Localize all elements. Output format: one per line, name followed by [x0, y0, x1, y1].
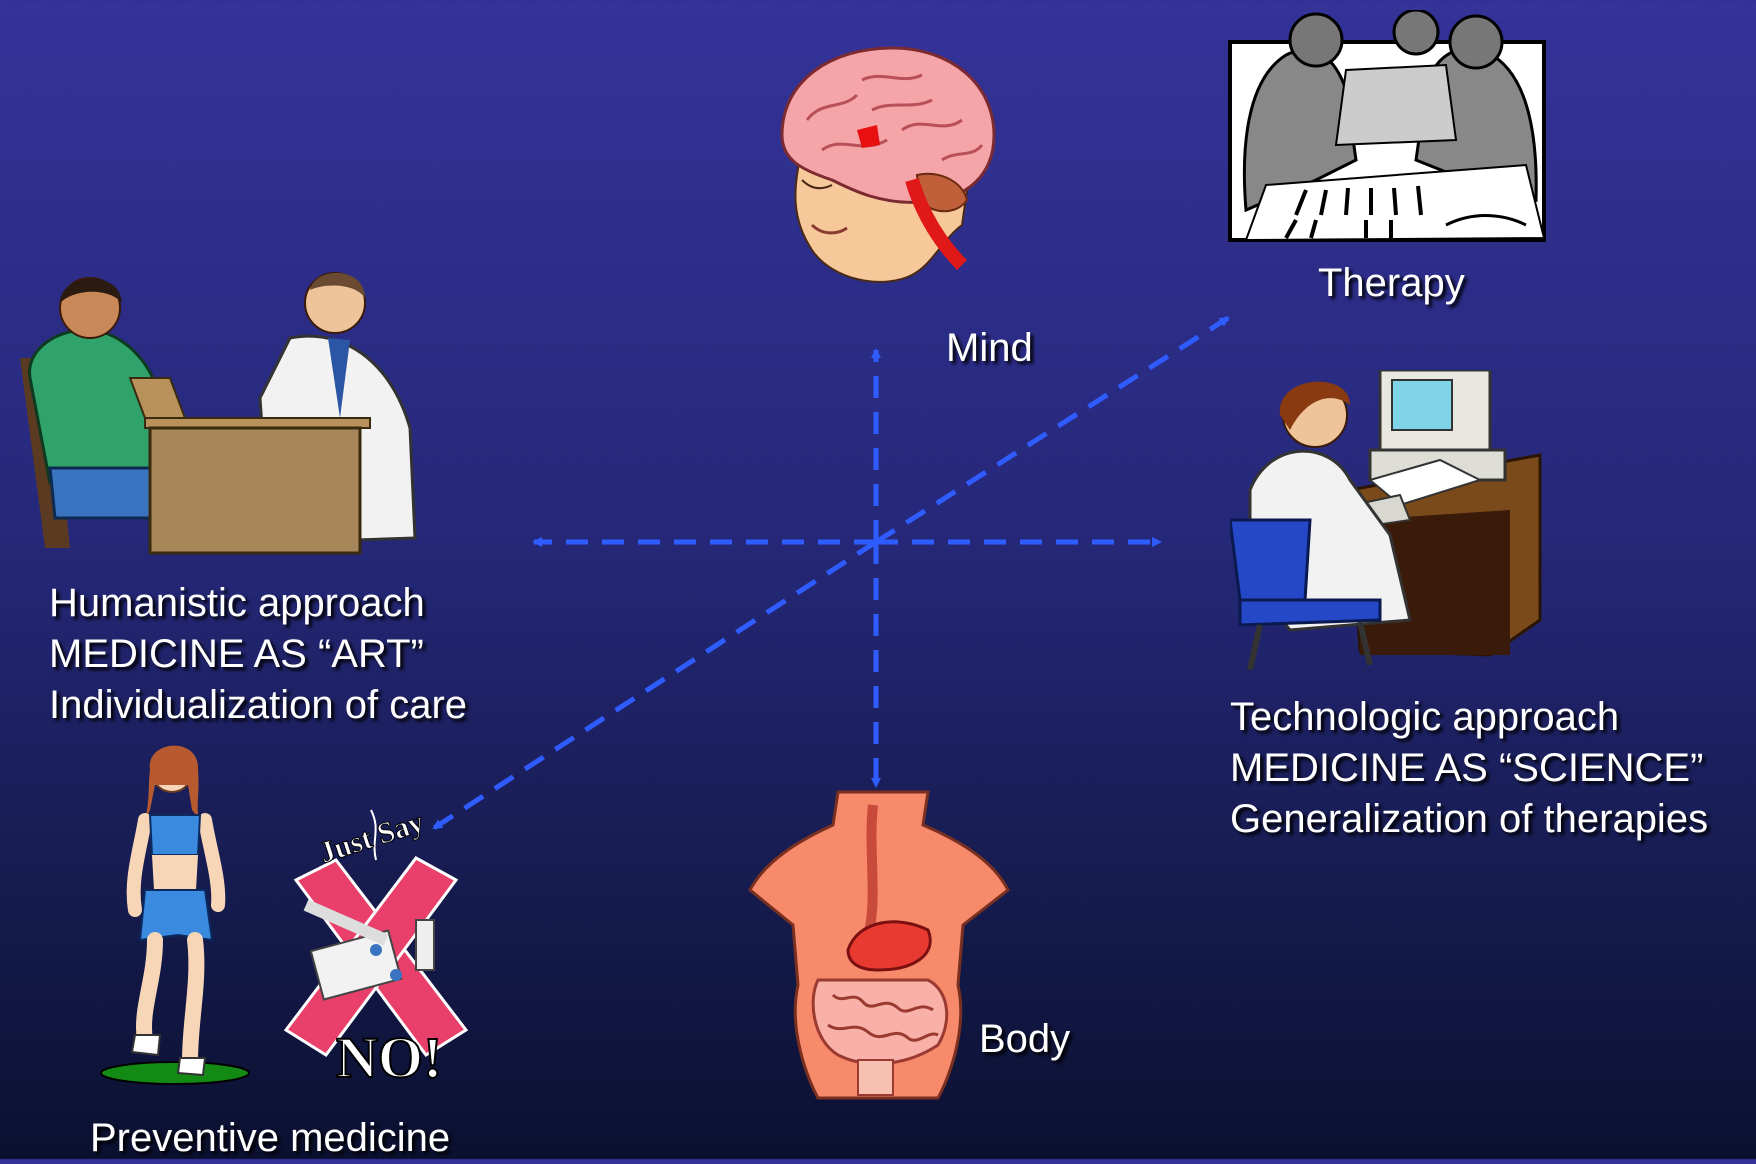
therapy-label: Therapy: [1318, 261, 1465, 305]
humanistic-line3: Individualization of care: [49, 683, 468, 727]
torso-digestive-icon: [748, 790, 1010, 1100]
technologic-line1: Technologic approach: [1230, 695, 1620, 739]
no-drugs-icon: [283, 809, 469, 1058]
technologic-approach-text: Technologic approach MEDICINE AS “SCIENC…: [1230, 692, 1708, 845]
runner-icon: [100, 745, 250, 1085]
humanistic-line2: MEDICINE AS “ART”: [49, 632, 424, 676]
brain-head-icon: [780, 46, 996, 283]
mind-label: Mind: [946, 326, 1033, 370]
preventive-medicine-label: Preventive medicine: [90, 1116, 451, 1160]
technologic-line3: Generalization of therapies: [1230, 797, 1709, 841]
humanistic-approach-text: Humanistic approach MEDICINE AS “ART” In…: [49, 578, 467, 731]
technologic-line2: MEDICINE AS “SCIENCE”: [1230, 746, 1704, 790]
computer-worker-icon: [1230, 370, 1542, 670]
surgery-icon: [1228, 10, 1546, 242]
humanistic-line1: Humanistic approach: [49, 581, 425, 625]
arrow-therapy: [874, 315, 1230, 545]
poster-bottom-text: NO!: [335, 1025, 443, 1091]
doctor-patient-icon: [20, 272, 417, 555]
body-label: Body: [979, 1017, 1071, 1061]
arrow-preventive: [432, 539, 878, 831]
